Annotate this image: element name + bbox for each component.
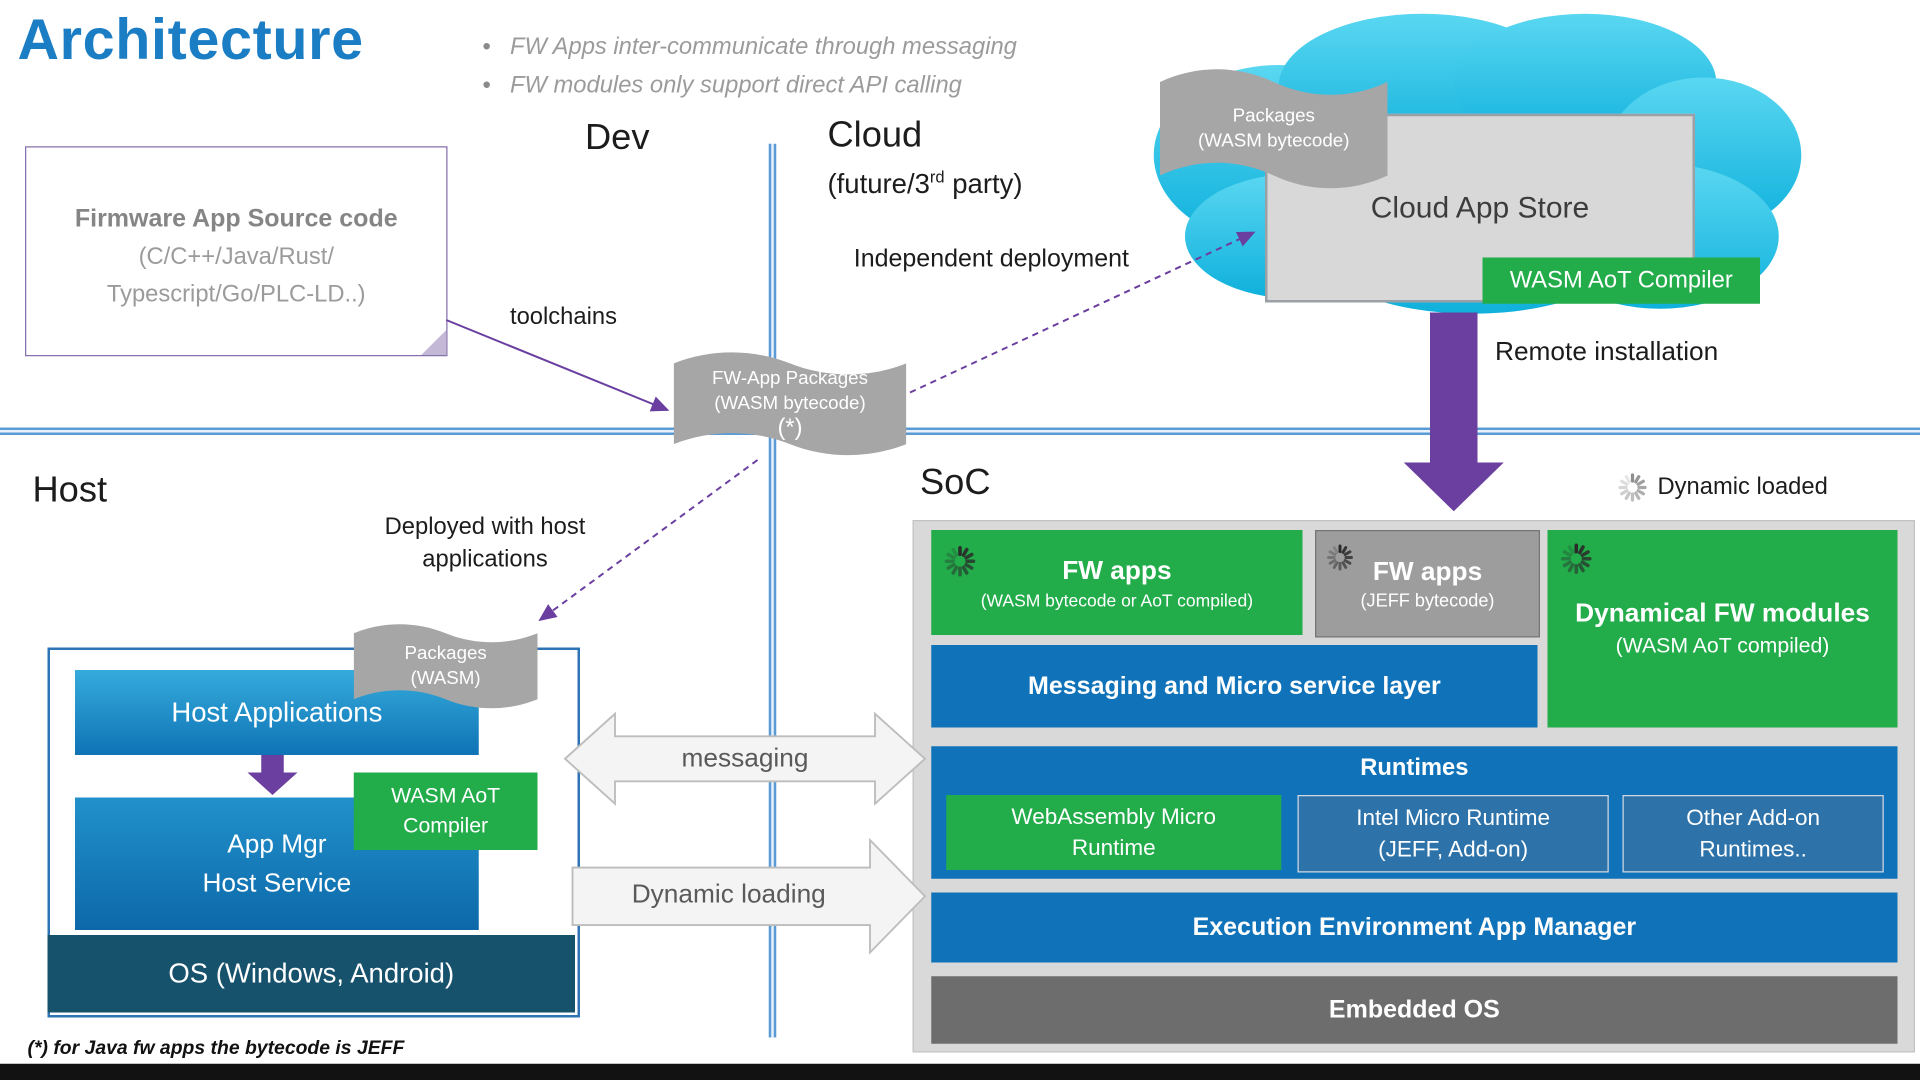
label-toolchains: toolchains	[510, 303, 617, 330]
fw-apps-wasm-title: FW apps	[1062, 555, 1172, 585]
other-addon-runtimes-box: Other Add-on Runtimes..	[1622, 795, 1884, 873]
packages-host-line: Packages	[404, 642, 487, 664]
fw-apps-wasm-subtitle: (WASM bytecode or AoT compiled)	[980, 589, 1254, 610]
page-title: Architecture	[17, 6, 364, 72]
other-runtimes-label-line: Runtimes..	[1699, 836, 1807, 862]
packages-host-line: (WASM)	[410, 667, 481, 689]
firmware-source-box: Firmware App Source code (C/C++/Java/Rus…	[25, 146, 448, 357]
wasm-aot-compiler-cloud-label: WASM AoT Compiler	[1509, 266, 1733, 294]
app-mgr-label-line: App Mgr	[227, 830, 327, 859]
fw-app-packages-line: FW-App Packages	[712, 367, 868, 389]
firmware-source-title: Firmware App Source code	[74, 205, 398, 233]
cloud-sublabel: (future/3rd party)	[828, 168, 1023, 201]
cloud-sublabel-text: (future/3	[827, 167, 930, 200]
cloud-app-store-label: Cloud App Store	[1370, 190, 1590, 225]
fw-apps-wasm-box: FW apps (WASM bytecode or AoT compiled)	[931, 530, 1303, 635]
dynamical-fw-modules-title: Dynamical FW modules	[1575, 598, 1870, 628]
remote-installation-arrow	[1403, 312, 1504, 512]
firmware-source-line: Typescript/Go/PLC-LD..)	[106, 281, 366, 308]
host-os-label: OS (Windows, Android)	[168, 957, 455, 989]
intel-runtime-label-line: Intel Micro Runtime	[1356, 805, 1551, 830]
quadrant-label-soc: SoC	[920, 462, 991, 503]
embedded-os-label: Embedded OS	[1328, 995, 1500, 1024]
label-dynamic-loaded: Dynamic loaded	[1657, 473, 1828, 500]
quadrant-label-dev: Dev	[585, 117, 650, 158]
packages-host-shape: Packages (WASM)	[353, 621, 538, 711]
firmware-source-line: (C/C++/Java/Rust/	[138, 243, 334, 270]
loading-spinner-icon	[1560, 543, 1592, 575]
execution-environment-app-manager-box: Execution Environment App Manager	[931, 892, 1898, 963]
packages-cloud-line: (WASM bytecode)	[1198, 130, 1350, 152]
bullet-item: FW Apps inter-communicate through messag…	[478, 28, 1016, 67]
fw-apps-jeff-box: FW apps (JEFF bytecode)	[1315, 530, 1540, 638]
fw-apps-jeff-subtitle: (JEFF bytecode)	[1360, 590, 1495, 611]
dynamical-fw-modules-subtitle: (WASM AoT compiled)	[1615, 633, 1830, 658]
execution-environment-label: Execution Environment App Manager	[1192, 913, 1637, 941]
label-messaging: messaging	[681, 743, 809, 773]
packages-cloud-shape: Packages (WASM bytecode)	[1160, 65, 1388, 193]
embedded-os-box: Embedded OS	[931, 976, 1898, 1044]
wasm-aot-compiler-host-line: Compiler	[403, 813, 489, 838]
cloud-sublabel-text: party)	[944, 167, 1023, 200]
packages-cloud-line: Packages	[1232, 105, 1315, 127]
quadrant-label-cloud: Cloud	[827, 115, 923, 155]
loading-spinner-icon	[1618, 473, 1647, 502]
fw-app-packages-asterisk: (*)	[777, 415, 803, 442]
fw-app-packages-shape: FW-App Packages (WASM bytecode) (*)	[673, 349, 907, 459]
host-os-box: OS (Windows, Android)	[47, 935, 575, 1013]
other-runtimes-label-line: Other Add-on	[1686, 805, 1821, 830]
quadrant-label-host: Host	[32, 470, 108, 510]
label-deployed-line: applications	[422, 546, 548, 573]
app-mgr-label-line: Host Service	[202, 868, 352, 898]
label-remote-installation: Remote installation	[1495, 337, 1719, 367]
bullet-item: FW modules only support direct API calli…	[478, 66, 1017, 105]
loading-spinner-icon	[944, 545, 976, 577]
label-independent-deployment: Independent deployment	[853, 245, 1129, 273]
wamr-label-line: Runtime	[1071, 835, 1156, 860]
label-dynamic-loading: Dynamic loading	[631, 880, 826, 909]
fw-app-packages-line: (WASM bytecode)	[714, 392, 866, 414]
cloud-sublabel-sup: rd	[929, 167, 945, 187]
wasm-aot-compiler-host-box: WASM AoT Compiler	[353, 772, 538, 850]
fw-apps-jeff-title: FW apps	[1372, 556, 1483, 586]
runtimes-title: Runtimes	[1360, 755, 1469, 782]
messaging-micro-service-layer-box: Messaging and Micro service layer	[931, 645, 1538, 728]
horizontal-divider	[0, 427, 1920, 435]
dynamical-fw-modules-box: Dynamical FW modules (WASM AoT compiled)	[1547, 530, 1898, 728]
intel-micro-runtime-box: Intel Micro Runtime (JEFF, Add-on)	[1297, 795, 1609, 873]
label-deployed-with-host: Deployed with host applications	[363, 511, 608, 576]
webassembly-micro-runtime-box: WebAssembly Micro Runtime	[946, 795, 1282, 870]
footnote: (*) for Java fw apps the bytecode is JEF…	[27, 1037, 405, 1059]
bullet-list: FW Apps inter-communicate through messag…	[478, 28, 1017, 106]
wasm-aot-compiler-cloud-box: WASM AoT Compiler	[1482, 257, 1760, 304]
bottom-bar	[0, 1063, 1920, 1080]
messaging-micro-service-layer-label: Messaging and Micro service layer	[1028, 671, 1441, 700]
runtimes-container: Runtimes WebAssembly Micro Runtime Intel…	[931, 746, 1898, 879]
host-applications-label: Host Applications	[171, 696, 383, 728]
loading-spinner-icon	[1327, 544, 1353, 571]
folded-corner	[421, 330, 447, 355]
label-deployed-line: Deployed with host	[384, 513, 586, 540]
wamr-label-line: WebAssembly Micro	[1011, 803, 1217, 829]
intel-runtime-label-line: (JEFF, Add-on)	[1378, 836, 1529, 862]
wasm-aot-compiler-host-line: WASM AoT	[391, 783, 501, 808]
toolchains-arrow	[445, 319, 670, 412]
vertical-divider	[768, 143, 777, 1038]
